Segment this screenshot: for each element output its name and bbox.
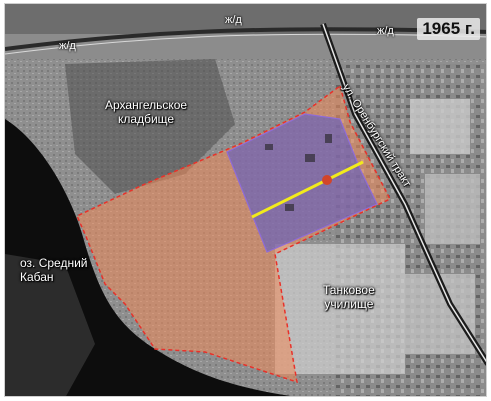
- year-label: 1965 г.: [417, 18, 480, 40]
- cemetery-label-line2: кладбище: [118, 111, 175, 126]
- railway-track: [5, 33, 486, 55]
- lake-label-line1: оз. Средний: [20, 256, 88, 270]
- northern-urban-band: [5, 34, 486, 59]
- lake-label-line2: Кабан: [20, 269, 54, 284]
- tank-school-label-line1: Танковое: [323, 283, 375, 297]
- cemetery-label: Архангельское кладбище: [105, 98, 188, 127]
- lake-shore-left: [5, 254, 95, 396]
- school-area: [275, 244, 405, 374]
- zone-building: [285, 204, 294, 211]
- blue-zone: [226, 113, 378, 253]
- zone-building: [265, 144, 273, 150]
- railway-label: ж/д: [225, 14, 242, 26]
- cemetery-label-line1: Архангельское: [105, 98, 188, 112]
- tank-school-label-line2: училище: [324, 296, 374, 311]
- railway-label: ж/д: [59, 40, 76, 52]
- tank-school-label: Танковое училище: [323, 283, 375, 312]
- cemetery-area: [65, 59, 235, 194]
- zone-building: [325, 134, 332, 143]
- railway-label: ж/д: [377, 25, 394, 37]
- map-canvas: [5, 4, 486, 396]
- railway-track: [5, 27, 486, 51]
- lake-label: оз. Средний Кабан: [20, 256, 88, 285]
- urban-block: [410, 99, 470, 154]
- aerial-photo-map: 1965 г. ж/д ж/д ж/д Архангельское кладби…: [4, 3, 487, 397]
- axis-line: [251, 160, 364, 219]
- orenburg-tract-road: [322, 23, 486, 363]
- axis-marker: [322, 175, 332, 185]
- urban-block: [425, 174, 480, 244]
- zone-building: [305, 154, 315, 162]
